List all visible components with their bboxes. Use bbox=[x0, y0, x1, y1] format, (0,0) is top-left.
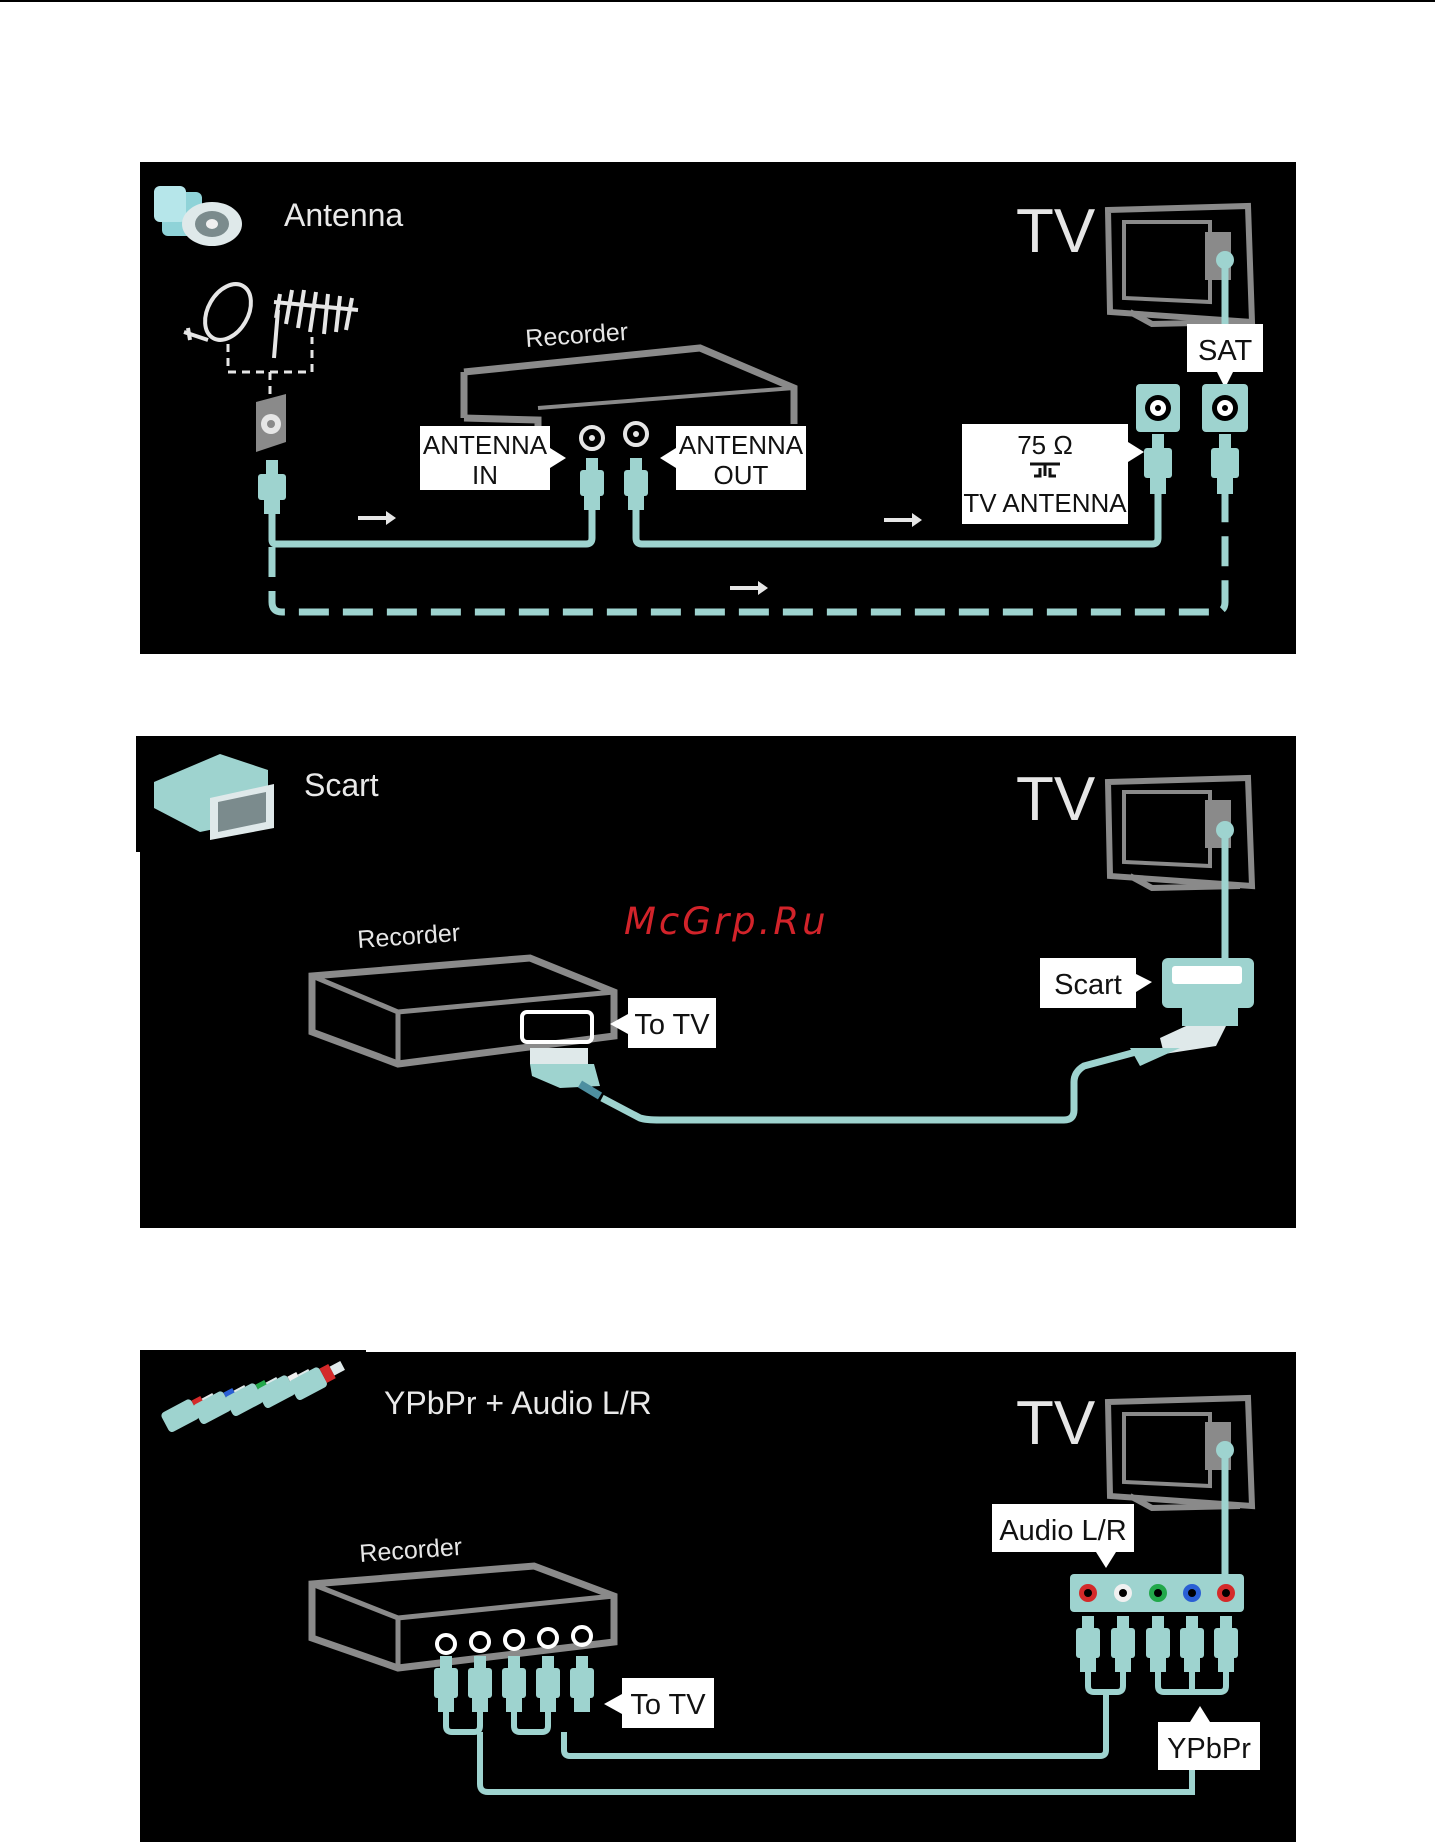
tv-plugs bbox=[1076, 1616, 1238, 1672]
tv-label: TV bbox=[1016, 197, 1096, 266]
ypbpr-label: YPbPr bbox=[1167, 1733, 1251, 1765]
antenna-out-label-line1: ANTENNA bbox=[679, 430, 804, 460]
page-top-rule bbox=[0, 0, 1435, 2]
ypbpr-cables bbox=[446, 1672, 1226, 1792]
panel-title: YPbPr + Audio L/R bbox=[384, 1385, 652, 1421]
to-tv-label: To TV bbox=[630, 1689, 706, 1721]
impedance-label: 75 Ω bbox=[1017, 430, 1073, 460]
ypbpr-diagram: YPbPr + Audio L/R TV Audio L/R YPbPr Rec… bbox=[140, 1352, 1296, 1842]
antenna-in-label-line2: IN bbox=[472, 460, 498, 490]
component-connectors-icon bbox=[160, 1356, 348, 1434]
scart-cable bbox=[602, 1052, 1136, 1120]
signal-arrows bbox=[358, 511, 922, 595]
scart-connector-icon bbox=[154, 754, 274, 840]
panel-title: Antenna bbox=[284, 197, 403, 233]
tv-antenna-label: TV ANTENNA bbox=[963, 488, 1127, 518]
recorder-label: Recorder bbox=[524, 318, 629, 353]
panel-title: Scart bbox=[304, 767, 379, 803]
recorder-device bbox=[312, 1566, 614, 1668]
antenna-panel: Antenna TV SAT Recorder bbox=[140, 162, 1296, 654]
antenna-out-label-line2: OUT bbox=[714, 460, 769, 490]
scart-diagram: Scart TV Scart Recorder To TV bbox=[140, 736, 1296, 1228]
sat-label: SAT bbox=[1198, 335, 1253, 367]
antenna-connector-icon bbox=[154, 186, 242, 246]
audio-label: Audio L/R bbox=[999, 1515, 1126, 1547]
antenna-in-label-line1: ANTENNA bbox=[423, 430, 548, 460]
recorder-device bbox=[464, 348, 794, 428]
scart-label: Scart bbox=[1054, 969, 1122, 1001]
plug-icon bbox=[258, 460, 286, 514]
antenna-diagram: Antenna TV SAT Recorder bbox=[140, 162, 1296, 654]
recorder-label: Recorder bbox=[356, 919, 461, 954]
recorder-plugs bbox=[580, 458, 648, 510]
recorder-label: Recorder bbox=[358, 1533, 463, 1568]
watermark: McGrp.Ru bbox=[624, 900, 829, 943]
scart-plug bbox=[530, 1048, 600, 1096]
recorder-plugs bbox=[434, 1656, 594, 1712]
to-tv-label: To TV bbox=[634, 1009, 710, 1041]
tv-label: TV bbox=[1016, 1389, 1096, 1458]
ypbpr-panel: YPbPr + Audio L/R TV Audio L/R YPbPr Rec… bbox=[140, 1352, 1296, 1842]
tv-label: TV bbox=[1016, 765, 1096, 834]
scart-panel: Scart TV Scart Recorder To TV bbox=[140, 736, 1296, 1228]
wall-socket-icon bbox=[256, 394, 286, 452]
satellite-dish-icon bbox=[184, 276, 260, 348]
aerial-antenna-icon bbox=[274, 290, 358, 358]
